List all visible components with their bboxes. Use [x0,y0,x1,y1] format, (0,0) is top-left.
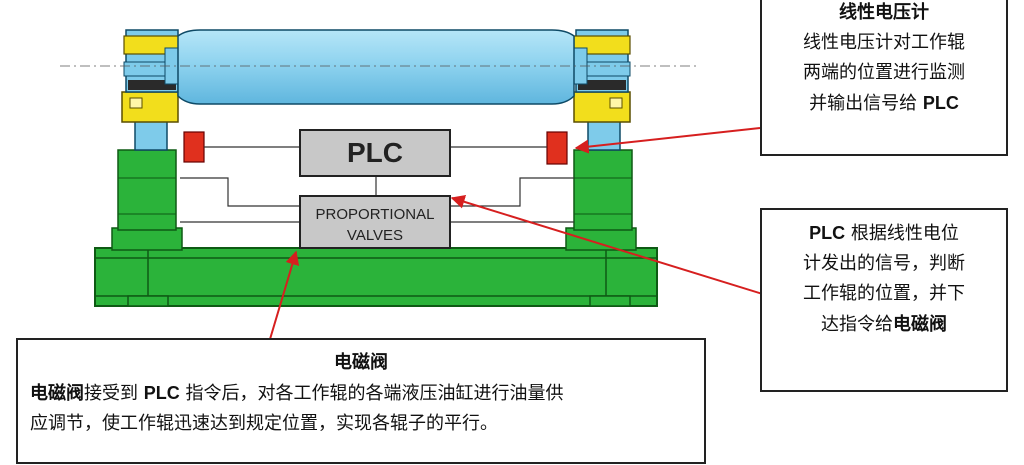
right-linear-sensor [546,131,568,165]
valve-annotation-line: 应调节，使工作辊迅速达到规定位置，实现各辊子的平行。 [30,413,498,434]
right-housing [565,29,637,251]
arrow-to-sensor [574,127,761,154]
sensor-annotation-line: 两端的位置进行监测 [803,62,965,83]
proportional-valves-unit: PROPORTIONAL VALVES [299,195,451,249]
base-frame [94,247,658,307]
arrow-to-plc [450,195,783,301]
valve-annotation-text: 接受到 [84,383,144,404]
valve-annotation-box: 电磁阀 电磁阀接受到 PLC 指令后，对各工作辊的各端液压油缸进行油量供 应调节… [16,338,706,464]
valve-annotation-plc: PLC [143,383,180,403]
plc-annotation-text: 根据线性电位 [845,223,959,244]
valve-annotation-line: 电磁阀接受到 PLC 指令后，对各工作辊的各端液压油缸进行油量供 [30,378,692,409]
plc-annotation-line: 计发出的信号，判断 [803,253,965,274]
plc-annotation-box: PLC 根据线性电位 计发出的信号，判断 工作辊的位置，并下 达指令给电磁阀 [760,208,1008,392]
plc-annotation-text: 达指令给 [821,314,893,335]
valve-annotation-valve: 电磁阀 [30,383,84,403]
plc-unit: PLC [299,129,451,177]
work-roll [60,29,700,105]
valve-annotation-text: 指令后，对各工作辊的各端液压油缸进行油量供 [179,383,564,404]
plc-annotation-valve: 电磁阀 [893,314,947,334]
plc-label: PLC [347,137,403,168]
plc-annotation-plc: PLC [809,223,846,243]
sensor-annotation-title: 线性电压计 [839,2,929,23]
valve-label-line1: PROPORTIONAL [316,206,435,223]
plc-annotation-line: PLC 根据线性电位 [772,218,996,249]
plc-annotation-line: 达指令给电磁阀 [772,309,996,340]
left-linear-sensor [183,131,205,163]
sensor-annotation-text: 并输出信号给 [809,93,923,114]
sensor-annotation-box: 线性电压计 线性电压计对工作辊 两端的位置进行监测 并输出信号给 PLC [760,0,1008,156]
wiring [180,146,574,223]
left-housing [111,29,183,251]
sensor-annotation-plc: PLC [922,93,959,113]
valve-label-line2: VALVES [347,227,403,244]
valve-annotation-title: 电磁阀 [334,352,388,373]
plc-annotation-line: 工作辊的位置，并下 [803,283,965,304]
sensor-annotation-line: 线性电压计对工作辊 [803,32,965,53]
sensor-annotation-line: 并输出信号给 PLC [772,88,996,119]
